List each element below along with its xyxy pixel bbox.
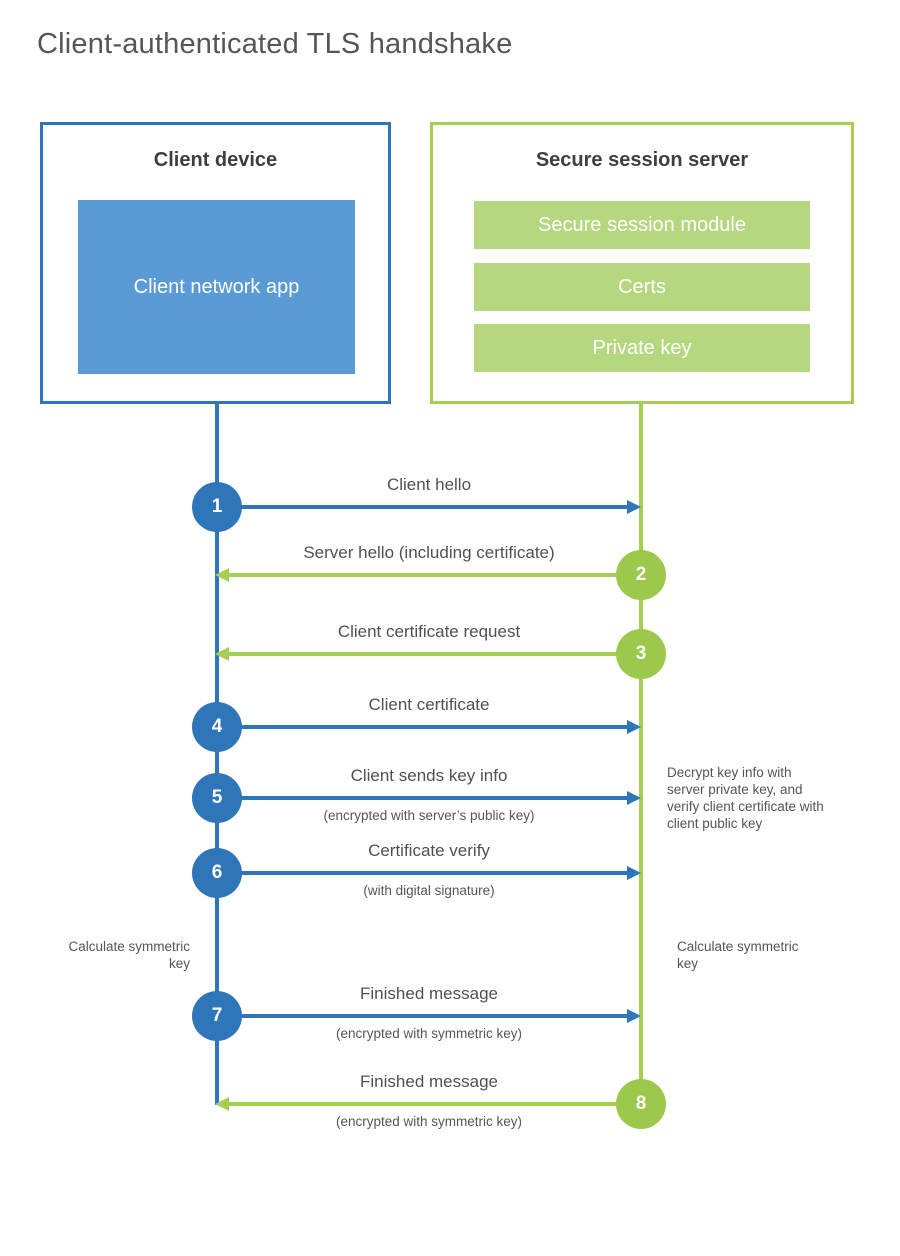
client-lifeline bbox=[215, 404, 219, 1105]
step-6-arrowhead-icon bbox=[627, 866, 641, 880]
client-network-app-label: Client network app bbox=[133, 276, 300, 298]
step-7-arrow-line bbox=[217, 1014, 627, 1018]
server-lifeline bbox=[639, 404, 643, 1105]
step-8-marker: 8 bbox=[616, 1079, 666, 1129]
step-6-arrow-line bbox=[217, 871, 627, 875]
step-8-sublabel: (encrypted with symmetric key) bbox=[335, 1114, 523, 1129]
private-key-bar: Private key bbox=[474, 324, 810, 372]
step-5-sublabel: (encrypted with server’s public key) bbox=[323, 808, 535, 823]
step-6-label: Certificate verify bbox=[368, 841, 490, 860]
step-3-arrow-line bbox=[229, 652, 641, 656]
step-8-arrow-line bbox=[229, 1102, 641, 1106]
step-5-arrowhead-icon bbox=[627, 791, 641, 805]
step-8-label: Finished message bbox=[360, 1072, 498, 1091]
page-title: Client-authenticated TLS handshake bbox=[37, 28, 513, 60]
step-1-marker: 1 bbox=[192, 482, 242, 532]
step-6-marker: 6 bbox=[192, 848, 242, 898]
step-7-sublabel: (encrypted with symmetric key) bbox=[335, 1026, 523, 1041]
step-4-arrow-line bbox=[217, 725, 627, 729]
step-7-marker: 7 bbox=[192, 991, 242, 1041]
step-7-label: Finished message bbox=[360, 984, 498, 1003]
step-2-arrow-line bbox=[229, 573, 641, 577]
step-4-marker: 4 bbox=[192, 702, 242, 752]
step-2-label: Server hello (including certificate) bbox=[303, 543, 555, 562]
step-2-arrowhead-icon bbox=[215, 568, 229, 582]
step-3-label: Client certificate request bbox=[337, 622, 521, 641]
client-network-app-box: Client network app bbox=[78, 200, 355, 374]
step-3-marker: 3 bbox=[616, 629, 666, 679]
secure-session-module-bar: Secure session module bbox=[474, 201, 810, 249]
server-decrypt-note: Decrypt key info with server private key… bbox=[667, 765, 824, 831]
step-6-sublabel: (with digital signature) bbox=[363, 883, 495, 898]
step-5-arrow-line bbox=[217, 796, 627, 800]
step-7-arrowhead-icon bbox=[627, 1009, 641, 1023]
secure-session-server-title: Secure session server bbox=[535, 149, 749, 171]
certs-bar: Certs bbox=[474, 263, 810, 311]
step-5-marker: 5 bbox=[192, 773, 242, 823]
step-4-label: Client certificate bbox=[368, 695, 490, 714]
client-device-box: Client device Client network app bbox=[40, 122, 391, 404]
step-1-arrowhead-icon bbox=[627, 500, 641, 514]
step-5-label: Client sends key info bbox=[350, 766, 508, 785]
secure-session-server-box: Secure session server Secure session mod… bbox=[430, 122, 854, 404]
client-device-title: Client device bbox=[153, 149, 278, 171]
step-2-marker: 2 bbox=[616, 550, 666, 600]
step-4-arrowhead-icon bbox=[627, 720, 641, 734]
step-1-label: Client hello bbox=[386, 475, 472, 494]
server-calculate-note: Calculate symmetric key bbox=[677, 939, 799, 971]
client-calculate-note: Calculate symmetric key bbox=[68, 939, 190, 971]
step-8-arrowhead-icon bbox=[215, 1097, 229, 1111]
step-1-arrow-line bbox=[217, 505, 627, 509]
step-3-arrowhead-icon bbox=[215, 647, 229, 661]
